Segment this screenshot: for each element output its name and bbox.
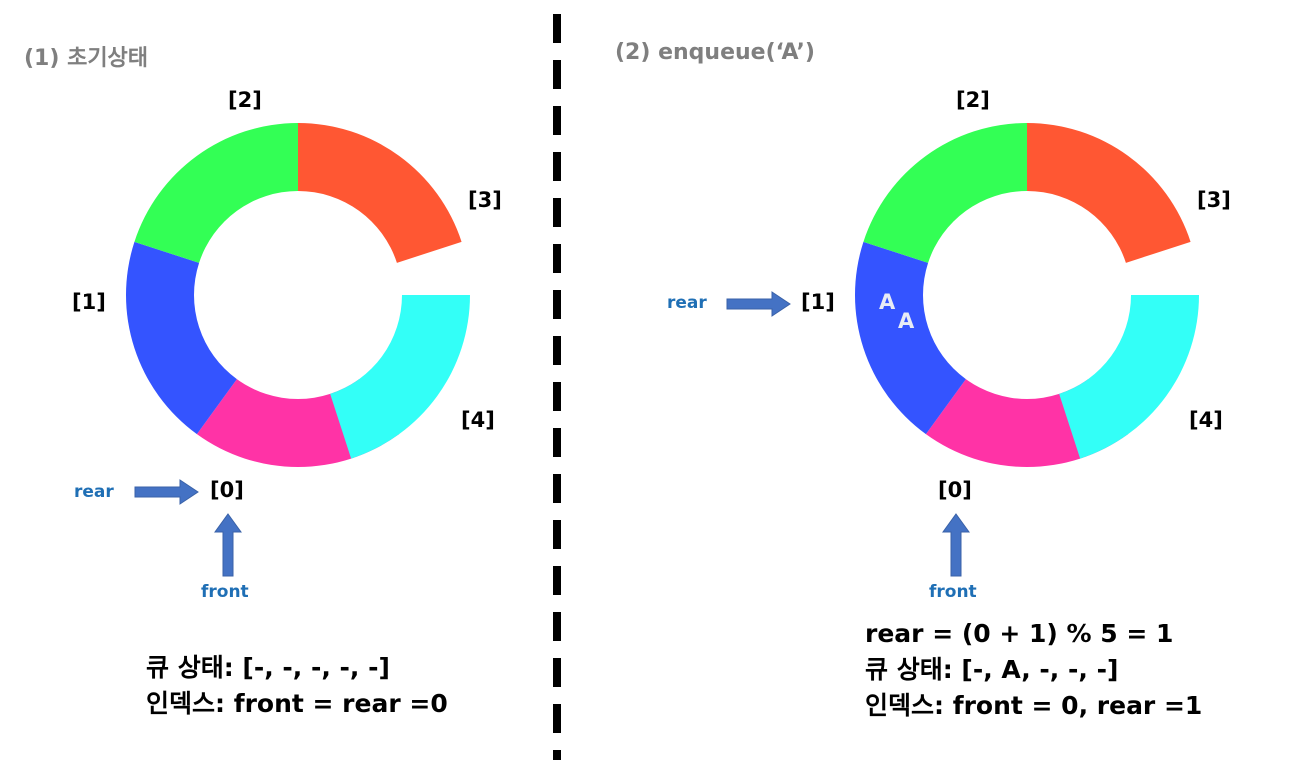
panel-2-state-line-1: rear = (0 + 1) % 5 = 1 bbox=[865, 619, 1174, 648]
panel-2-title: (2) enqueue(‘A’) bbox=[615, 40, 815, 65]
panel-2-cell-4-segment bbox=[1059, 295, 1199, 459]
panel-1-front-label: front bbox=[201, 582, 249, 602]
panel-1-state: 큐 상태: [-, -, -, -, -] 인덱스: front = rear … bbox=[146, 650, 448, 722]
panel-1-cell-3-segment bbox=[298, 123, 462, 263]
panel-1-title: (1) 초기상태 bbox=[24, 46, 149, 71]
panel-1-index-1: [1] bbox=[72, 290, 106, 314]
panel-2-rear-arrow-icon bbox=[726, 291, 791, 317]
panel-1-front-arrow-icon bbox=[214, 513, 242, 577]
panel-2-index-3: [3] bbox=[1197, 188, 1231, 212]
panel-1-cell-4-segment bbox=[330, 295, 470, 459]
panel-2-cell-3-segment bbox=[1027, 123, 1191, 263]
panel-2-cell-1-value-shadow: A bbox=[898, 309, 915, 333]
panel-1-rear-arrow-icon bbox=[134, 479, 199, 505]
panel-2-cell-1-segment bbox=[855, 241, 966, 435]
panel-1-cell-2-segment bbox=[134, 123, 298, 263]
panel-2-index-1: [1] bbox=[801, 290, 835, 314]
panel-2-index-2: [2] bbox=[956, 88, 990, 112]
panel-2-state-line-3: 인덱스: front = 0, rear =1 bbox=[865, 691, 1203, 720]
panel-1-state-line-1: 큐 상태: [-, -, -, -, -] bbox=[146, 653, 390, 682]
panel-2-front-arrow-icon bbox=[942, 513, 970, 577]
panel-1-index-2: [2] bbox=[228, 88, 262, 112]
panel-2-index-4: [4] bbox=[1189, 408, 1223, 432]
panel-1-index-4: [4] bbox=[461, 408, 495, 432]
panel-1-index-0: [0] bbox=[210, 478, 244, 502]
panel-2-rear-label: rear bbox=[667, 293, 707, 313]
dashed-divider bbox=[553, 14, 561, 760]
panel-2-state: rear = (0 + 1) % 5 = 1 큐 상태: [-, A, -, -… bbox=[865, 616, 1202, 724]
panel-2-cell-1-value: A bbox=[879, 290, 896, 314]
panel-2-state-line-2: 큐 상태: [-, A, -, -, -] bbox=[865, 655, 1119, 684]
panel-1-cell-1-segment bbox=[126, 241, 237, 435]
panel-1-index-3: [3] bbox=[468, 188, 502, 212]
panel-1-rear-label: rear bbox=[74, 482, 114, 502]
panel-2-front-label: front bbox=[929, 582, 977, 602]
panel-2-index-0: [0] bbox=[938, 478, 972, 502]
panel-2-cell-2-segment bbox=[863, 123, 1027, 263]
panel-1-state-line-2: 인덱스: front = rear =0 bbox=[146, 689, 448, 718]
